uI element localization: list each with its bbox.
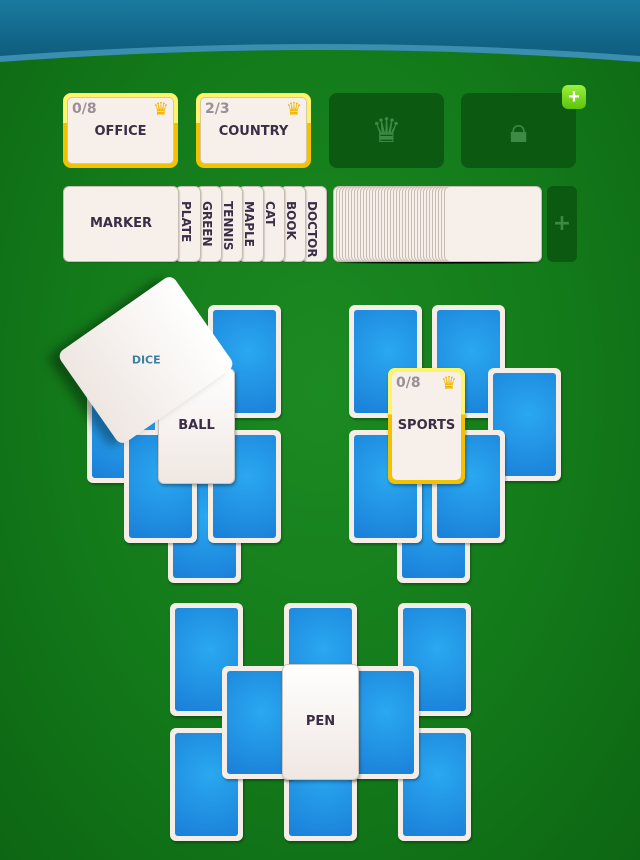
word-card-row: + MARKER PLATE GREEN TENNIS MAPLE CAT BOOK DOC… xyxy=(63,186,577,262)
moving-card-label: DICE xyxy=(131,353,161,366)
face-down-card[interactable] xyxy=(432,430,505,543)
category-name: SPORTS xyxy=(397,418,456,433)
crown-icon: ♛ xyxy=(285,99,302,120)
word-card-pen[interactable]: PEN xyxy=(282,664,359,780)
category-slot-country[interactable]: 2/3 ♛ COUNTRY xyxy=(196,93,311,168)
category-count: 0/8 xyxy=(396,375,421,391)
word-card-label: BOOK xyxy=(284,201,298,240)
word-card-top[interactable]: MARKER xyxy=(63,186,179,262)
word-card-label: GREEN xyxy=(200,201,214,247)
card-back xyxy=(351,671,414,774)
word-card-label: PLATE xyxy=(179,201,193,243)
word-card-label: MAPLE xyxy=(242,201,256,247)
category-name: OFFICE xyxy=(94,124,147,139)
crown-icon: ♛ xyxy=(371,111,402,151)
word-card-label: CAT xyxy=(263,201,277,227)
face-down-card[interactable] xyxy=(170,603,243,716)
add-card-button[interactable]: + xyxy=(547,186,577,262)
crown-icon: ♛ xyxy=(152,99,169,120)
category-name: COUNTRY xyxy=(218,124,289,139)
word-card-label: DOCTOR xyxy=(305,201,319,258)
header-banner xyxy=(0,0,640,62)
lock-icon: 🔒︎ xyxy=(509,111,528,151)
empty-category-slot[interactable]: ♛ xyxy=(329,93,444,168)
locked-category-slot[interactable]: 🔒︎ xyxy=(461,93,576,168)
add-slot-button[interactable]: + xyxy=(562,85,586,109)
category-card-sports[interactable]: 0/8 ♛ SPORTS xyxy=(388,368,465,484)
category-count: 0/8 xyxy=(72,101,97,117)
face-down-card[interactable] xyxy=(349,430,422,543)
category-slot-office[interactable]: 0/8 ♛ OFFICE xyxy=(63,93,178,168)
face-down-word-card xyxy=(444,186,542,262)
word-card-label: TENNIS xyxy=(221,201,235,251)
card-back xyxy=(227,671,290,774)
crown-icon: ♛ xyxy=(440,373,457,394)
category-count: 2/3 xyxy=(205,101,230,117)
